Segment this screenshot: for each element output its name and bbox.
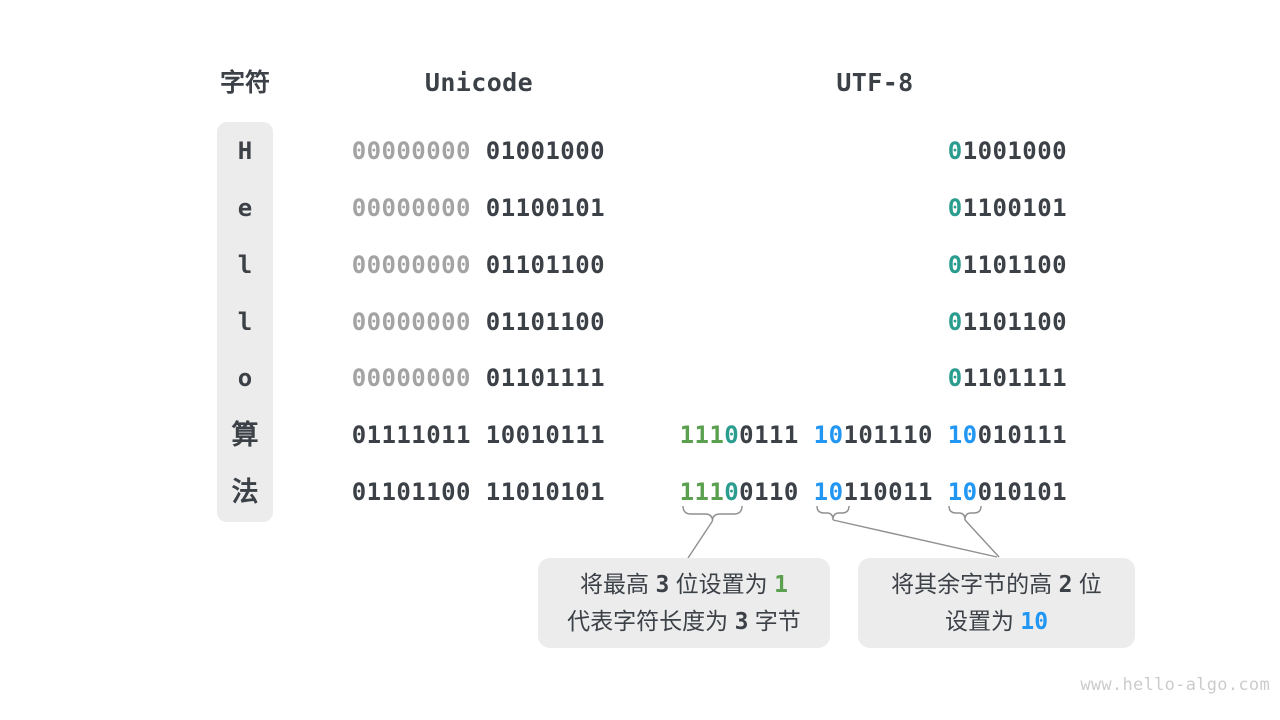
text-segment: 010111 [977,421,1067,449]
char-cell: 法 [231,477,259,507]
callout-continuation-bits-rule: 将其余字节的高 2 位设置为 10 [858,558,1135,648]
text-segment: 00000000 [351,194,486,222]
callout-text-line: 设置为 10 [945,603,1048,640]
text-segment: 3 [655,572,670,598]
text-segment: 字节 [748,608,801,634]
utf8-binary-cell: 01101100 [948,306,1067,338]
unicode-binary-cell: 01111011 10010111 [352,419,605,451]
unicode-binary-cell: 01101100 11010101 [352,476,605,508]
text-segment: 10 [813,478,844,506]
utf8-binary-cell: 01101100 [948,249,1067,281]
leader-line-to-callout-1 [687,520,714,559]
column-header-unicode: Unicode [424,68,534,97]
column-header-char: 字符 [219,69,270,97]
text-segment: 10 [947,478,978,506]
text-segment: 0 [947,308,963,336]
text-segment: 00000000 [351,364,486,392]
text-segment: 01100101 [485,194,605,222]
text-segment: 01111011 10010111 [351,421,605,449]
text-segment: 3 [734,609,749,635]
callout-text-line: 代表字符长度为 3 字节 [567,603,801,640]
text-segment: 将最高 [580,571,656,597]
underbrace-leading-bits [682,505,743,522]
text-segment: 01001000 [485,137,605,165]
char-cell: l [237,308,253,336]
utf8-binary-cell: 11100110 10110011 10010101 [680,476,1067,508]
text-segment: 0110 [739,478,814,506]
unicode-binary-cell: 00000000 01100101 [352,192,605,224]
char-cell: o [237,364,253,392]
watermark: www.hello-algo.com [1080,675,1270,695]
callout-text-line: 将其余字节的高 2 位 [891,566,1102,603]
column-header-utf8: UTF-8 [836,68,914,97]
text-segment: 101110 [843,421,948,449]
leader-line-to-callout-2a [832,519,998,558]
text-segment: 1001000 [962,137,1067,165]
utf8-binary-cell: 01001000 [948,135,1067,167]
text-segment: 01101100 [485,308,605,336]
char-cell: 算 [231,420,259,450]
text-segment: 0 [724,421,740,449]
text-segment: 10 [813,421,844,449]
text-segment: 00000000 [351,251,486,279]
text-segment: 111 [679,421,725,449]
text-segment: 110011 [843,478,948,506]
char-cell: H [237,137,253,165]
text-segment: 将其余字节的高 [891,571,1059,597]
char-cell: l [237,251,253,279]
utf8-binary-cell: 11100111 10101110 10010111 [680,419,1067,451]
text-segment: 10 [947,421,978,449]
text-segment: 位设置为 [669,571,775,597]
leader-line-to-callout-2b [964,519,1000,558]
text-segment: 0 [947,137,963,165]
text-segment: 00000000 [351,137,486,165]
text-segment: 1101100 [962,251,1067,279]
text-segment: 00000000 [351,308,486,336]
text-segment: 01101111 [485,364,605,392]
utf8-binary-cell: 01101111 [948,362,1067,394]
unicode-binary-cell: 00000000 01101100 [352,249,605,281]
unicode-binary-cell: 00000000 01101100 [352,306,605,338]
underbrace-continuation-2 [948,505,982,521]
text-segment: 0 [947,194,963,222]
text-segment: 0 [947,251,963,279]
text-segment: 设置为 [944,608,1021,634]
text-segment: 10 [1020,609,1049,635]
text-segment: 010101 [977,478,1067,506]
text-segment: 0111 [739,421,814,449]
char-cell: e [237,194,253,222]
text-segment: 位 [1072,571,1102,597]
text-segment: 代表字符长度为 [567,608,735,634]
text-segment: 0 [724,478,740,506]
unicode-binary-cell: 00000000 01001000 [352,135,605,167]
text-segment: 01101100 11010101 [351,478,605,506]
text-segment: 1 [774,572,788,598]
text-segment: 1101111 [962,364,1067,392]
text-segment: 111 [679,478,725,506]
character-column-background [217,122,273,522]
underbrace-continuation-1 [816,505,850,521]
text-segment: 01101100 [485,251,605,279]
text-segment: 0 [947,364,963,392]
callout-text-line: 将最高 3 位设置为 1 [580,566,788,603]
unicode-binary-cell: 00000000 01101111 [352,362,605,394]
utf8-binary-cell: 01100101 [948,192,1067,224]
text-segment: 2 [1058,572,1073,598]
text-segment: 1100101 [962,194,1067,222]
text-segment: 1101100 [962,308,1067,336]
